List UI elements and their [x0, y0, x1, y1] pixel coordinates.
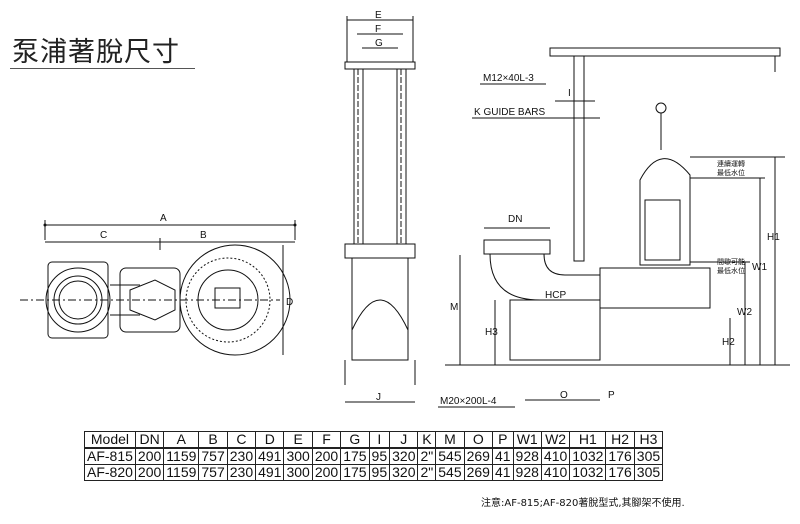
table-cell: 545	[435, 464, 465, 481]
table-cell: 757	[198, 447, 228, 465]
table-cell: 320	[389, 464, 419, 481]
table-cell: 200	[311, 447, 342, 465]
table-cell: AF-815	[84, 447, 136, 465]
dim-H2: H2	[722, 337, 735, 348]
table-cell: 1032	[569, 447, 607, 465]
column-header: O	[463, 431, 493, 449]
column-header: M	[435, 431, 465, 449]
bolt-top-label: M12×40L-3	[483, 73, 534, 84]
dim-O: O	[560, 390, 568, 401]
table-cell: 320	[389, 447, 419, 465]
bolt-bottom-label: M20×200L-4	[440, 396, 497, 407]
front-view: E F G J	[344, 10, 416, 403]
table-cell: 41	[491, 464, 514, 481]
table-cell: 1159	[163, 464, 200, 481]
table-cell: AF-820	[84, 464, 136, 481]
dim-F: F	[375, 24, 381, 35]
brand-label: HCP	[545, 290, 566, 301]
top-view: A C B D	[20, 213, 297, 356]
dim-H1: H1	[767, 232, 780, 243]
table-cell: 41	[491, 447, 514, 465]
intermittent-level-label-2: 最低水位	[717, 266, 745, 275]
column-header: H3	[633, 431, 664, 449]
table-cell: 410	[540, 447, 571, 465]
dim-C: C	[100, 230, 107, 241]
intermittent-level-label: 間歇可能	[717, 257, 745, 266]
column-header: K	[417, 431, 437, 449]
table-cell: 200	[134, 464, 165, 481]
table-cell: 176	[605, 447, 635, 465]
table-cell: 269	[463, 464, 493, 481]
column-header: I	[368, 431, 391, 449]
table-cell: 1159	[163, 447, 200, 465]
column-header: Model	[84, 431, 136, 449]
table-cell: 491	[255, 447, 285, 465]
title-underline	[10, 68, 195, 69]
table-cell: 230	[226, 447, 257, 465]
dim-P: P	[608, 390, 615, 401]
dim-B: B	[200, 230, 207, 241]
continuous-level-label: 連續運轉	[717, 159, 745, 168]
column-header: D	[255, 431, 285, 449]
dim-J: J	[376, 392, 381, 403]
column-header: DN	[134, 431, 165, 449]
dim-G: G	[375, 38, 383, 49]
table-cell: 2"	[417, 447, 437, 465]
table-cell: 305	[633, 464, 664, 481]
dim-A: A	[160, 213, 167, 224]
table-cell: 1032	[569, 464, 607, 481]
table-cell: 175	[340, 447, 370, 465]
table-cell: 300	[283, 464, 313, 481]
column-header: H2	[605, 431, 635, 449]
table-cell: 491	[255, 464, 285, 481]
guide-bars-label: K GUIDE BARS	[474, 107, 545, 118]
table-cell: 175	[340, 464, 370, 481]
table-cell: 305	[633, 447, 664, 465]
column-header: P	[491, 431, 514, 449]
table-cell: 176	[605, 464, 635, 481]
column-header: C	[226, 431, 257, 449]
continuous-level-label-2: 最低水位	[717, 168, 745, 177]
table-cell: 300	[283, 447, 313, 465]
table-cell: 545	[435, 447, 465, 465]
table-cell: 95	[368, 464, 391, 481]
dim-E: E	[375, 10, 382, 21]
dim-I: I	[568, 88, 571, 99]
column-header: W1	[512, 431, 542, 449]
table-cell: 269	[463, 447, 493, 465]
page-title: 泵浦著脫尺寸	[12, 37, 180, 68]
side-view: M12×40L-3 I K GUIDE BARS DN HCP M H3 M20…	[438, 47, 790, 408]
footnote: 注意:AF-815;AF-820著脫型式,其腳架不使用.	[481, 498, 685, 509]
table-cell: 200	[311, 464, 342, 481]
dim-W2: W2	[737, 307, 752, 318]
column-header: E	[283, 431, 313, 449]
dim-H3: H3	[485, 327, 498, 338]
table-cell: 95	[368, 447, 391, 465]
column-header: B	[198, 431, 228, 449]
table-cell: 200	[134, 447, 165, 465]
table-cell: 2"	[417, 464, 437, 481]
column-header: F	[311, 431, 342, 449]
table-cell: 928	[512, 447, 542, 465]
dim-D: D	[286, 297, 293, 308]
table-cell: 410	[540, 464, 571, 481]
column-header: J	[389, 431, 419, 449]
column-header: W2	[540, 431, 571, 449]
column-header: H1	[569, 431, 607, 449]
column-header: G	[340, 431, 370, 449]
table-cell: 757	[198, 464, 228, 481]
table-cell: 230	[226, 464, 257, 481]
dim-DN: DN	[508, 214, 522, 225]
column-header: A	[163, 431, 200, 449]
table-cell: 928	[512, 464, 542, 481]
pump-dimension-drawing: A C B D E F G J M12×40L	[20, 10, 790, 408]
dim-M: M	[450, 302, 458, 313]
dim-W1: W1	[752, 262, 767, 273]
